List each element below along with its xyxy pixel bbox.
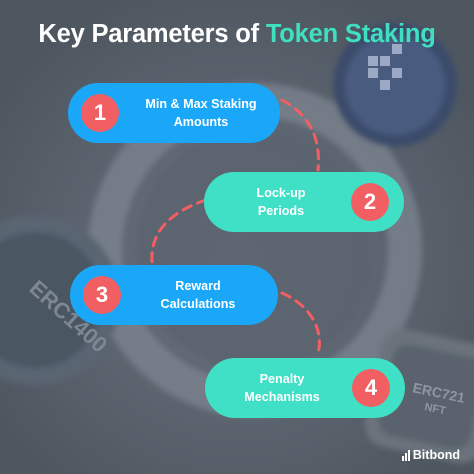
- step-1-label: Min & Max Staking Amounts: [126, 83, 276, 143]
- step-3-label: Reward Calculations: [128, 265, 268, 325]
- step-1-label-line1: Min & Max Staking: [145, 97, 257, 111]
- step-3-card: 3 Reward Calculations: [70, 265, 278, 325]
- title-part-accent: Token Staking: [265, 20, 436, 48]
- bitbond-logo: Bitbond: [401, 448, 460, 462]
- connector-3-4: [280, 291, 321, 356]
- step-3-number: 3: [83, 276, 121, 314]
- step-4-label-line1: Penalty: [259, 372, 305, 386]
- connector-2-3: [150, 198, 208, 264]
- step-2-label-line2: Periods: [257, 204, 305, 218]
- step-2-number: 2: [351, 183, 389, 221]
- step-4-card: Penalty Mechanisms 4: [205, 358, 405, 418]
- step-1-number: 1: [81, 94, 119, 132]
- page-title: Key Parameters of Token Staking: [0, 20, 474, 49]
- step-2-card: Lock-up Periods 2: [204, 172, 404, 232]
- step-4-number: 4: [352, 369, 390, 407]
- nft-token-text: NFT: [423, 401, 447, 417]
- step-4-label: Penalty Mechanisms: [217, 358, 347, 418]
- connector-1-2: [280, 98, 320, 172]
- brand-name: Bitbond: [412, 448, 460, 462]
- step-4-label-line2: Mechanisms: [244, 390, 320, 404]
- step-3-label-line2: Calculations: [160, 297, 236, 311]
- title-part-white: Key Parameters of: [38, 20, 266, 48]
- bitbond-bars-icon: [401, 449, 411, 461]
- step-1-card: 1 Min & Max Staking Amounts: [68, 83, 280, 143]
- step-2-label: Lock-up Periods: [216, 172, 346, 232]
- step-2-label-line1: Lock-up: [256, 186, 306, 200]
- step-1-label-line2: Amounts: [173, 115, 229, 129]
- step-3-label-line1: Reward: [175, 279, 221, 293]
